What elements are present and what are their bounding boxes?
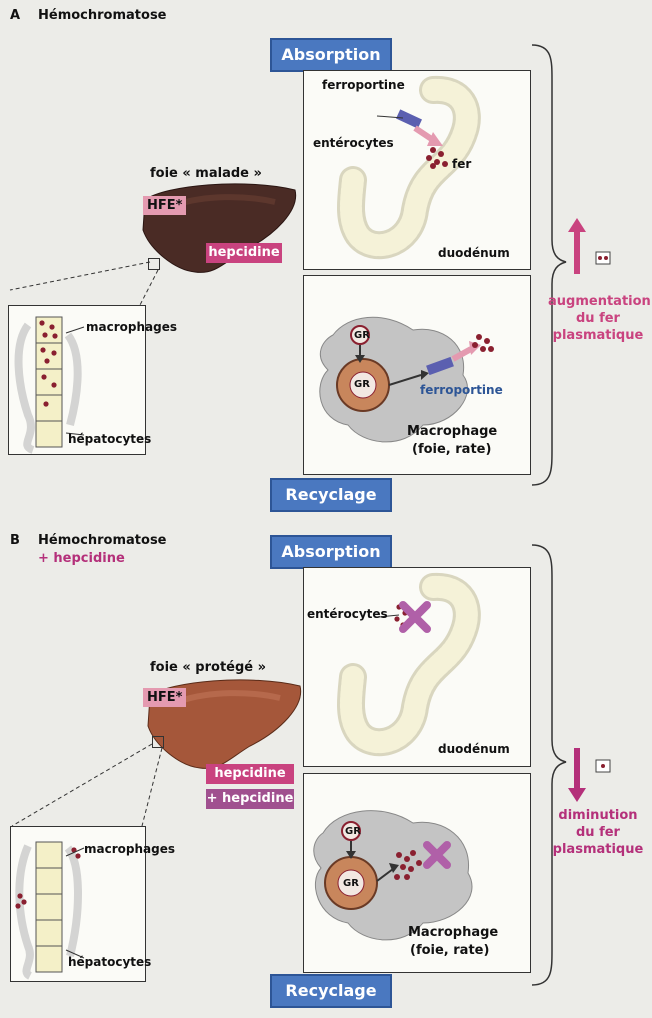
- gr-b-large-label: GR: [343, 878, 359, 889]
- section-b-letter: B: [10, 533, 20, 548]
- result-b-text: diminution du fer plasmatique: [548, 807, 648, 858]
- liver-a-label: foie « malade »: [150, 166, 262, 181]
- fer-a-label: fer: [452, 157, 472, 171]
- inset-a-cells: [14, 316, 85, 454]
- result-a-line3: plasmatique: [552, 328, 644, 343]
- duodenum-a-illustration: [337, 75, 481, 260]
- bracket-b: [531, 544, 567, 986]
- recyclage-a-tag: Recyclage: [270, 478, 392, 512]
- decrease-arrow-icon: [568, 748, 611, 802]
- enterocytes-a-label: entérocytes: [313, 136, 394, 150]
- liver-b-zoom-box: [152, 736, 164, 748]
- absorption-a-tag: Absorption: [270, 38, 392, 72]
- result-a-text: augmentation du fer plasmatique: [548, 293, 651, 344]
- hepcidine-plus-b-tag: + hepcidine: [206, 789, 294, 809]
- hepcidine-b-tag: hepcidine: [206, 764, 294, 784]
- hfe-b-tag: HFE*: [143, 688, 187, 707]
- duodenum-a-label: duodénum: [438, 246, 510, 260]
- increase-arrow-icon: [568, 218, 611, 274]
- inset-b-macrophages-label: macrophages: [84, 842, 175, 856]
- recyclage-b-tag: Recyclage: [270, 974, 392, 1008]
- hepcidine-a-tag: hepcidine: [206, 243, 282, 263]
- result-a-line1: augmentation: [548, 294, 651, 309]
- ferroportine-a-label: ferroportine: [322, 78, 405, 92]
- duodenum-b-label: duodénum: [438, 742, 510, 756]
- section-a-title: Hémochromatose: [38, 8, 167, 23]
- result-b-line3: plasmatique: [552, 842, 644, 857]
- macrophage-b-illustration: [313, 810, 473, 941]
- result-b-line1: diminution: [558, 808, 638, 823]
- macrophage-a-organs-label: (foie, rate): [412, 442, 492, 457]
- gr-a-large-label: GR: [354, 379, 370, 390]
- macrophage-a-illustration: [319, 316, 494, 443]
- bracket-a: [531, 44, 567, 486]
- liver-b-label: foie « protégé »: [150, 660, 267, 675]
- macrophage-b-organs-label: (foie, rate): [410, 943, 490, 958]
- hfe-a-tag: HFE*: [143, 196, 187, 215]
- section-b-subtitle: + hepcidine: [38, 551, 125, 566]
- section-b-title: Hémochromatose: [38, 533, 167, 548]
- inset-b-cells: [15, 841, 85, 980]
- inset-a-macrophages-label: macrophages: [86, 320, 177, 334]
- section-a-letter: A: [10, 8, 21, 23]
- ferroportine-a-macrophage-label: ferroportine: [420, 383, 503, 397]
- gr-b-small-label: GR: [345, 826, 361, 837]
- duodenum-b-illustration: [337, 572, 481, 757]
- absorption-b-tag: Absorption: [270, 535, 392, 569]
- gr-a-small-label: GR: [354, 330, 370, 341]
- liver-a-zoom-box: [148, 258, 160, 270]
- result-b-line2: du fer: [576, 825, 620, 840]
- enterocytes-b-label: entérocytes: [307, 607, 388, 621]
- inset-b-hepatocytes-label: hépatocytes: [68, 955, 152, 969]
- result-a-line2: du fer: [576, 311, 620, 326]
- macrophage-a-label: Macrophage: [407, 424, 498, 439]
- inset-a-hepatocytes-label: hépatocytes: [68, 432, 152, 446]
- macrophage-b-label: Macrophage: [408, 925, 499, 940]
